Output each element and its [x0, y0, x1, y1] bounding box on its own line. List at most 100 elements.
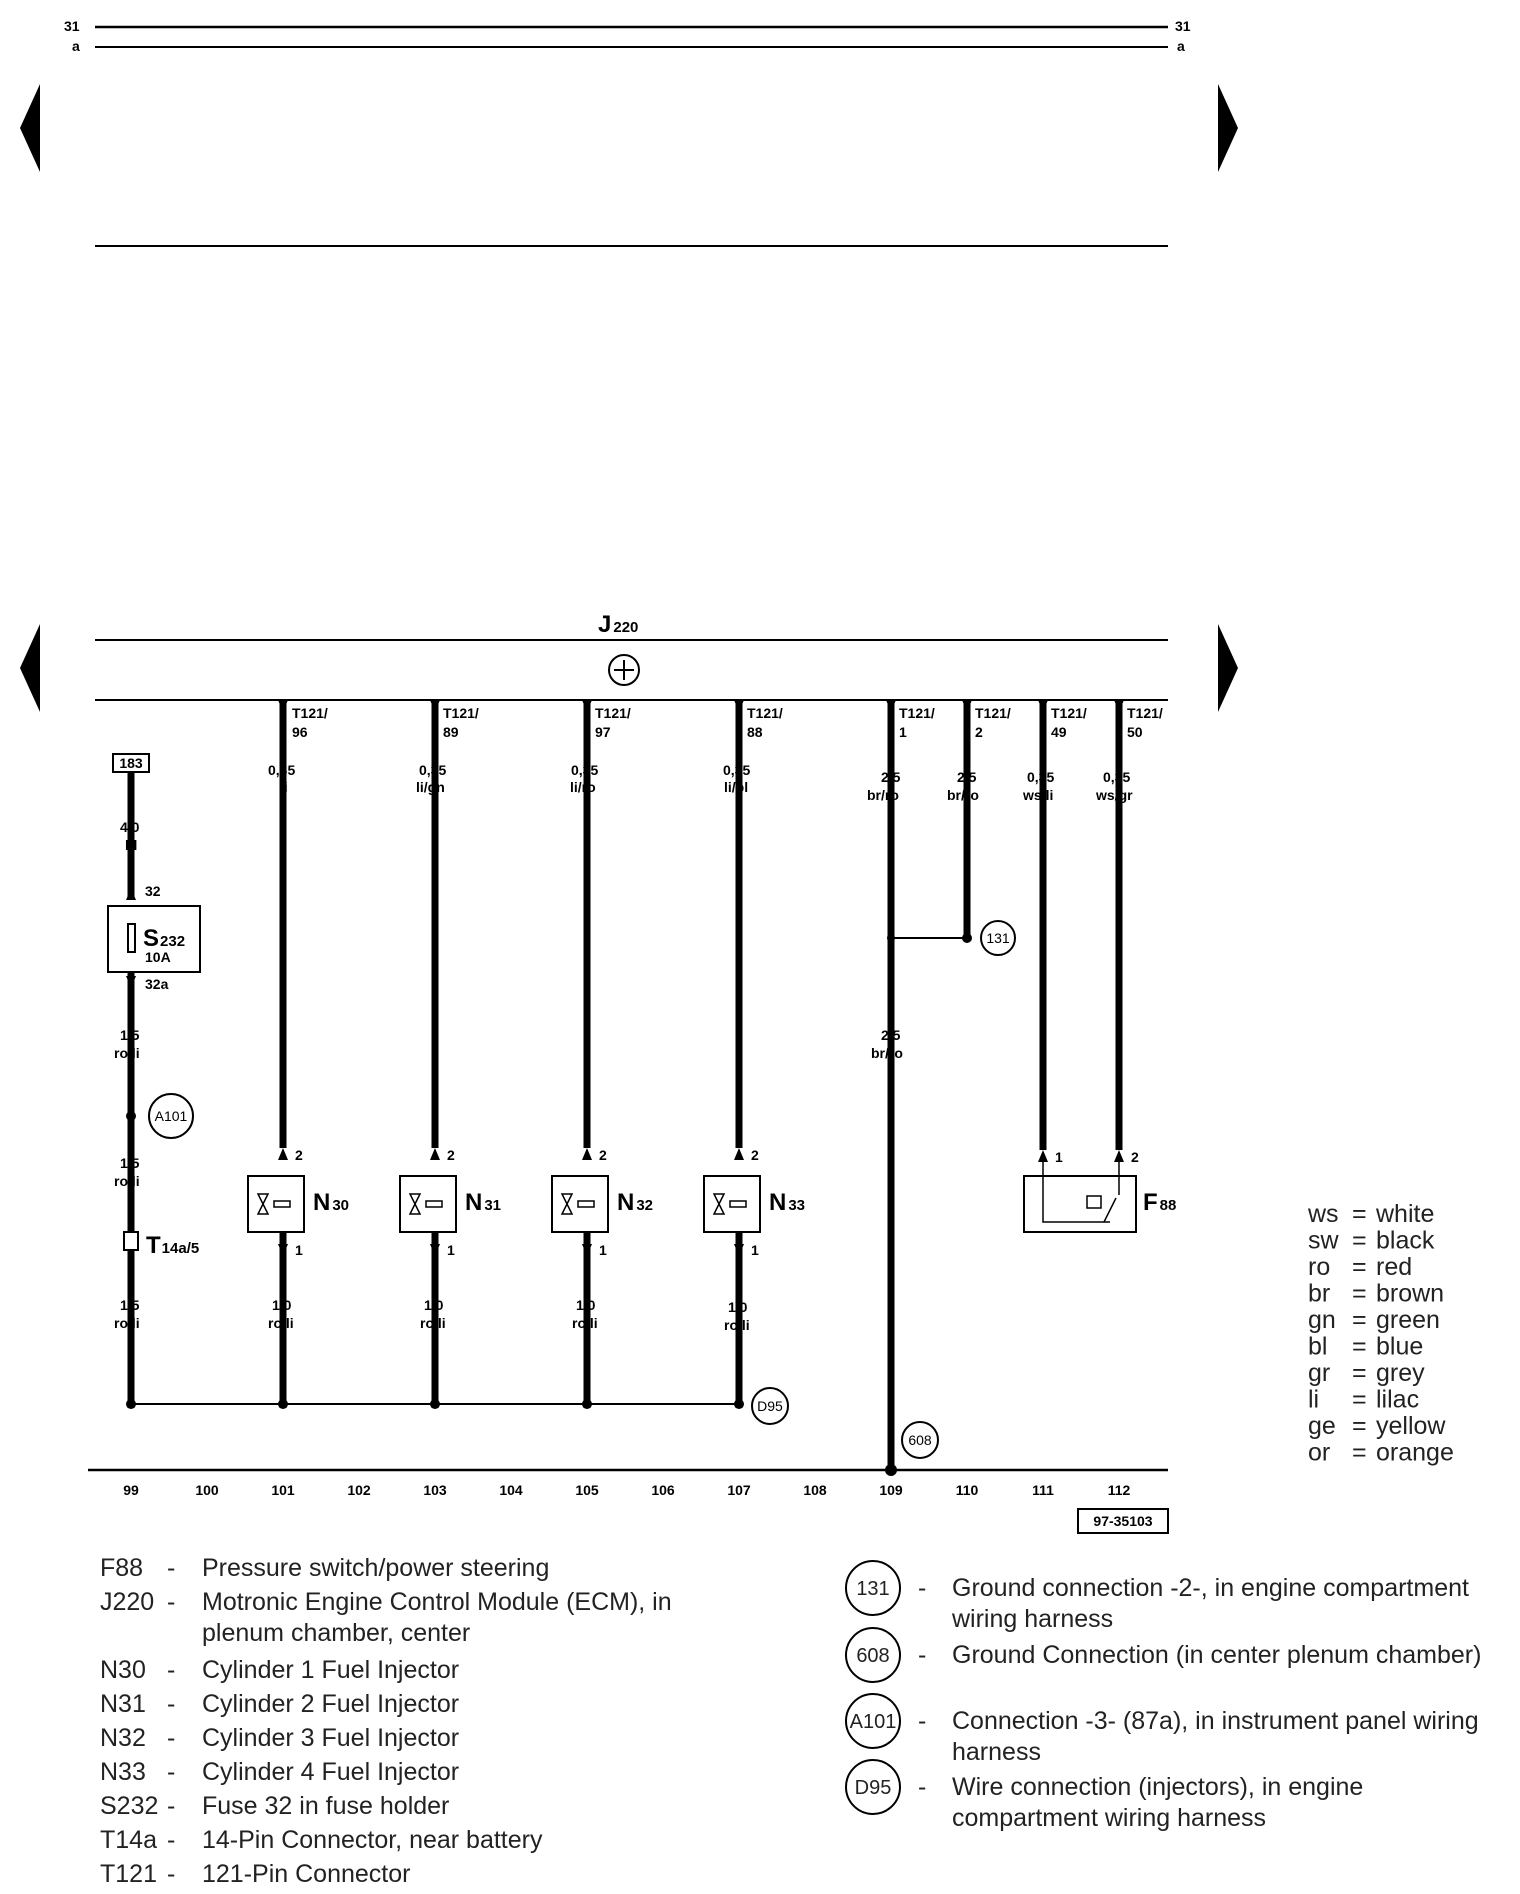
n30-sub: 30 [332, 1197, 349, 1214]
pin-num-1: 1 [899, 724, 907, 740]
legend-desc: 14-Pin Connector, near battery [202, 1826, 543, 1854]
n31-bot-size: 1,0 [424, 1297, 444, 1313]
svg-text:J220: J220 [598, 611, 638, 638]
color-key-abbr: sw [1308, 1227, 1340, 1255]
ground-131-symbol [980, 920, 1016, 956]
n31-bot-color: ro/li [420, 1315, 446, 1331]
legend-right: 131-Ground connection -2-, in engine com… [845, 1560, 1481, 1832]
legend-desc: Pressure switch/power steering [202, 1554, 549, 1582]
wire-color-97: li/ro [570, 779, 596, 795]
f88-pin-left: 1 [1055, 1149, 1063, 1165]
injector-icon [408, 1193, 422, 1215]
color-key-abbr: ws [1307, 1200, 1339, 1228]
ref-183: 183 [119, 755, 143, 771]
legend-sep: - [167, 1724, 175, 1752]
rail-label-left-31: 31 [64, 18, 80, 34]
legend-sep: - [167, 1792, 175, 1820]
ground-608-label: 608 [908, 1432, 932, 1448]
wire-color-2: br/ro [947, 787, 979, 803]
legend-sep: - [167, 1588, 175, 1616]
legend-desc: Connection -3- (87a), in instrument pane… [952, 1707, 1479, 1735]
pin-label-89: T121/ [443, 705, 479, 721]
ground-131-branch: 131 2,5 br/ro [871, 920, 1016, 1061]
ecm-symbol-icon [608, 654, 640, 686]
legend-sep: - [167, 1656, 175, 1684]
n30-bot-size: 1,0 [272, 1297, 292, 1313]
pin-num-97: 97 [595, 724, 611, 740]
legend-desc: Cylinder 3 Fuel Injector [202, 1724, 459, 1752]
svg-text:N32: N32 [617, 1189, 653, 1216]
ground-608-symbol [901, 1421, 939, 1459]
legend-symbol-label: 131 [856, 1578, 889, 1600]
color-key-eq: = [1352, 1253, 1367, 1281]
legend-symbol-label: 608 [856, 1645, 889, 1667]
n32-pin-bot: 1 [599, 1242, 607, 1258]
n31-pin-bot: 1 [447, 1242, 455, 1258]
n31-pin-top: 2 [447, 1147, 455, 1163]
wire-size-97: 0,35 [571, 762, 598, 778]
n32-bot-size: 1,0 [576, 1297, 596, 1313]
fuse-bot-size: 1,5 [120, 1297, 140, 1313]
svg-text:N31: N31 [465, 1189, 501, 1216]
wire-size-96: 0,35 [268, 762, 295, 778]
conn-d95-label: D95 [757, 1398, 783, 1414]
wire-size-50: 0,35 [1103, 769, 1130, 785]
legend-sep: - [167, 1860, 175, 1888]
legend-code: N33 [100, 1758, 146, 1786]
color-key-eq: = [1352, 1200, 1367, 1228]
n33-pin-top: 2 [751, 1147, 759, 1163]
wire-color-49: ws/li [1022, 787, 1053, 803]
ecm-sub: 220 [613, 619, 638, 636]
ground-wire-color: br/ro [871, 1045, 903, 1061]
svg-text:T14a/5: T14a/5 [146, 1232, 199, 1259]
ecm-pin-wires: T121/ 96 0,35 li T121/ 89 0,35 li/gn T12… [268, 700, 1163, 1470]
legend-code: N31 [100, 1690, 146, 1718]
legend-symbol-circle [845, 1560, 901, 1616]
wire-size-2: 2,5 [957, 769, 977, 785]
legend-code: J220 [100, 1588, 154, 1616]
legend-symbol-label: A101 [850, 1711, 897, 1733]
f88-pin-right: 2 [1131, 1149, 1139, 1165]
legend-code: S232 [100, 1792, 158, 1820]
pin-num-89: 89 [443, 724, 459, 740]
legend-code: N30 [100, 1656, 146, 1684]
fuse-code: S [143, 925, 159, 952]
color-key-eq: = [1352, 1412, 1367, 1440]
track-number: 108 [803, 1482, 827, 1498]
fuse-mid-size: 1,5 [120, 1027, 140, 1043]
n31-code: N [465, 1189, 482, 1216]
f88-sub: 88 [1160, 1197, 1177, 1214]
wire-color-50: ws/gr [1095, 787, 1133, 803]
legend-desc: compartment wiring harness [952, 1804, 1266, 1832]
n30-pin-bot: 1 [295, 1242, 303, 1258]
wire-size-88: 0,35 [723, 762, 750, 778]
ground-wire-size: 2,5 [881, 1027, 901, 1043]
pin-num-2: 2 [975, 724, 983, 740]
fuse-mid-color: ro/li [114, 1045, 140, 1061]
pin-label-2: T121/ [975, 705, 1011, 721]
legend-sep: - [167, 1826, 175, 1854]
ground-608: 608 [885, 1421, 939, 1476]
track-number: 103 [423, 1482, 447, 1498]
n30-code: N [313, 1189, 330, 1216]
svg-text:S232: S232 [143, 925, 185, 952]
injector-icon [560, 1193, 574, 1215]
legend-desc: Wire connection (injectors), in engine [952, 1773, 1363, 1801]
color-key-name: orange [1376, 1439, 1454, 1467]
track-number: 106 [651, 1482, 675, 1498]
pin-label-97: T121/ [595, 705, 631, 721]
t14-code: T [146, 1232, 161, 1259]
color-key-name: grey [1376, 1359, 1425, 1387]
n32-code: N [617, 1189, 634, 1216]
track-number: 104 [499, 1482, 523, 1498]
legend-symbol-circle [845, 1759, 901, 1815]
legend-desc: Motronic Engine Control Module (ECM), in [202, 1588, 672, 1616]
legend-sep: - [167, 1758, 175, 1786]
legend-desc: harness [952, 1738, 1041, 1766]
color-key-eq: = [1352, 1386, 1367, 1414]
color-key-abbr: li [1308, 1386, 1319, 1414]
pin-num-96: 96 [292, 724, 308, 740]
